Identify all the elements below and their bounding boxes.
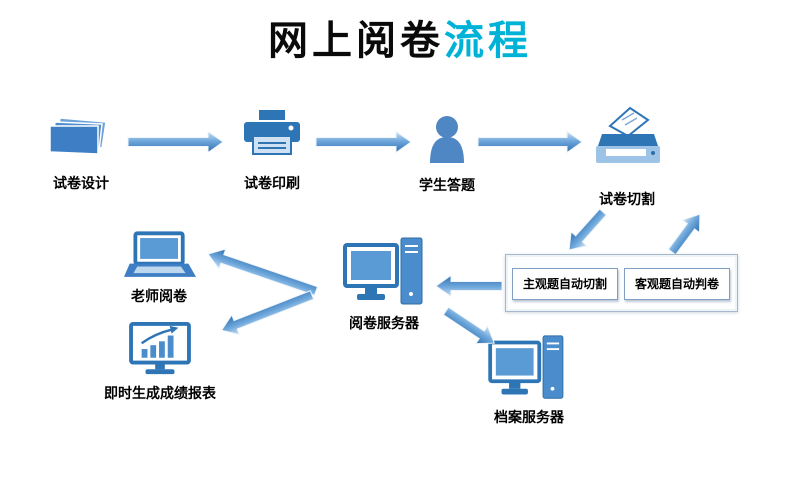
arrow-server-to-teacher: [207, 248, 319, 296]
node-label-report: 即时生成成绩报表: [104, 386, 216, 402]
arrow-print-to-answer: [315, 130, 412, 154]
student-icon: [430, 116, 464, 163]
report-chart-icon: [129, 322, 191, 377]
subjective-box: 主观题自动切割: [512, 268, 618, 300]
arrow-answer-to-cut: [477, 130, 583, 154]
printer-icon: [244, 110, 300, 155]
node-label-print: 试卷印刷: [244, 176, 300, 192]
objective-box: 客观题自动判卷: [624, 268, 730, 300]
node-label-marking-server: 阅卷服务器: [349, 316, 419, 332]
arrow-cut-to-panel: [568, 208, 608, 251]
arrow-design-to-print: [127, 130, 224, 154]
node-label-teacher: 老师阅卷: [131, 289, 187, 305]
marking-server-icon: [343, 236, 424, 306]
teacher-laptop-icon: [124, 231, 196, 279]
arrow-panel-to-marking-server: [435, 274, 503, 298]
scanner-icon: [596, 106, 660, 163]
arrow-server-to-archive: [442, 306, 495, 345]
node-label-cut: 试卷切割: [599, 192, 655, 208]
node-label-archive-server: 档案服务器: [494, 410, 564, 426]
node-label-answer: 学生答题: [419, 178, 475, 194]
node-label-design: 试卷设计: [53, 176, 109, 192]
papers-icon: [49, 117, 107, 155]
title-main: 网上阅卷: [268, 18, 444, 64]
title-accent: 流程: [444, 18, 532, 64]
archive-server-icon: [488, 334, 565, 401]
arrow-panel-to-cut: [667, 213, 701, 256]
arrow-server-to-report: [220, 290, 315, 336]
page-title: 网上阅卷流程: [0, 8, 800, 66]
